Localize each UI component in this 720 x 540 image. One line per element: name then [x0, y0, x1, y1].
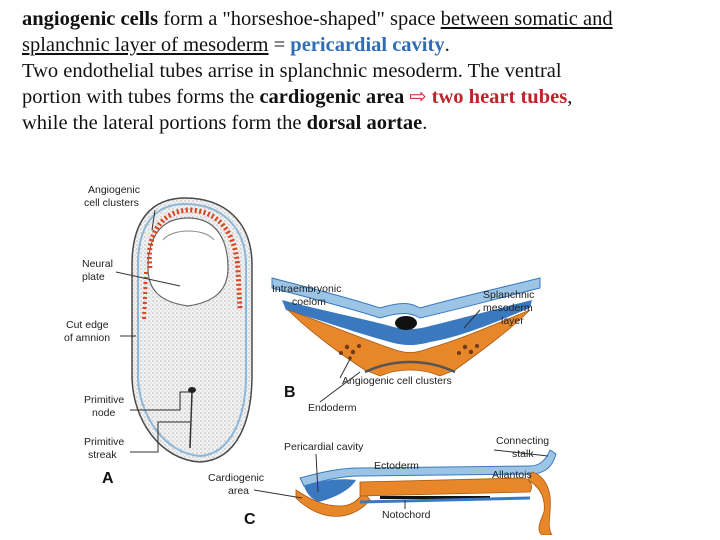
term-dorsal-aortae: dorsal aortae: [306, 112, 423, 134]
embryo-body-c: [359, 477, 532, 497]
underlined-text: between somatic and: [440, 8, 613, 30]
term-cardiogenic-area: cardiogenic area: [259, 86, 405, 108]
label-splanchnic: Splanchnic: [483, 289, 534, 301]
label-streak: streak: [88, 449, 117, 461]
label-connecting: Connecting: [496, 435, 549, 447]
leader-line: [493, 449, 549, 457]
leader-line: [315, 453, 319, 493]
leader-line: [319, 371, 361, 403]
label-endoderm: Endoderm: [308, 402, 357, 414]
endoderm-c: [359, 496, 531, 504]
disc-rim: [137, 202, 247, 458]
label-pericardial-cavity: Pericardial cavity: [284, 441, 364, 453]
text-line-1: angiogenic cells form a "horseshoe-shape…: [22, 6, 716, 32]
leader-line: [151, 209, 156, 231]
neural-plate-fold: [162, 230, 215, 241]
cardiogenic-area-c: [295, 489, 371, 517]
label-allantois: Allantois: [492, 469, 532, 481]
term-pericardial-cavity: pericardial cavity: [290, 34, 445, 56]
leader-line: [115, 271, 181, 287]
panel-letter-a: A: [102, 470, 114, 487]
leader-line: [253, 489, 303, 499]
underlined-text: splanchnic layer of mesoderm: [22, 34, 269, 56]
label-primitive-2: Primitive: [84, 436, 124, 448]
label-coelom: coelom: [292, 296, 326, 308]
angiogenic-clusters-b: [339, 344, 479, 360]
label-angiogenic-clusters: Angiogenic cell clusters: [342, 375, 452, 387]
label-stalk: stalk: [512, 448, 534, 460]
label-of-amnion: of amnion: [64, 332, 110, 344]
pericardial-cavity-c: [304, 479, 356, 502]
label-cell-clusters: cell clusters: [84, 197, 139, 209]
angiogenic-cell-clusters-left: [142, 271, 148, 321]
text-span: =: [268, 34, 291, 56]
endoderm-layer: [364, 360, 456, 374]
label-cut-edge: Cut edge: [66, 319, 109, 331]
intraembryonic-coelom: [282, 300, 532, 345]
text-span: .: [422, 112, 428, 134]
label-layer: layer: [501, 315, 524, 327]
text-span: form a "horseshoe-shaped" space: [158, 8, 441, 30]
label-neural: Neural: [82, 258, 113, 270]
label-cardiogenic: Cardiogenic: [208, 472, 264, 484]
text-line-4: portion with tubes forms the cardiogenic…: [22, 84, 716, 110]
panel-letter-b: B: [284, 384, 296, 401]
label-plate: plate: [82, 271, 105, 283]
angiogenic-cell-clusters: [146, 207, 243, 311]
label-mesoderm: mesoderm: [483, 302, 533, 314]
text-line-5: while the lateral portions form the dors…: [22, 110, 716, 136]
panel-c: Pericardial cavity Connecting stalk Ecto…: [208, 435, 557, 535]
notochord-c: [380, 496, 490, 499]
text-line-2: splanchnic layer of mesoderm = pericardi…: [22, 32, 716, 58]
term-two-heart-tubes: two heart tubes: [431, 86, 568, 108]
notochord-mark: [395, 316, 417, 330]
leader-line: [463, 309, 481, 329]
label-notochord: Notochord: [382, 509, 431, 521]
ectoderm-c: [299, 449, 557, 487]
embryo-figure: Angiogenic cell clusters Neural plate Cu…: [64, 184, 557, 535]
arrow-icon: ⇨: [404, 86, 432, 108]
text-span: .: [444, 34, 450, 56]
text-block: angiogenic cells form a "horseshoe-shape…: [22, 6, 716, 136]
panel-b: Intraembryonic coelom Splanchnic mesoder…: [271, 277, 541, 414]
label-area: area: [228, 485, 249, 497]
leader-line: [130, 421, 190, 453]
text-line-3: Two endothelial tubes arrise in splanchn…: [22, 60, 562, 82]
term-angiogenic-cells: angiogenic cells: [22, 8, 159, 30]
leader-line: [130, 391, 190, 411]
leader-line: [339, 358, 351, 379]
allantois-c: [527, 471, 553, 535]
text-span: while the lateral portions form the: [22, 112, 307, 134]
text-span: ,: [567, 86, 573, 108]
label-primitive: Primitive: [84, 394, 124, 406]
primitive-streak-mark: [189, 391, 193, 449]
text-span: portion with tubes forms the: [22, 86, 260, 108]
panel-a: Angiogenic cell clusters Neural plate Cu…: [64, 184, 253, 487]
label-angiogenic: Angiogenic: [88, 184, 140, 196]
label-ectoderm: Ectoderm: [374, 460, 419, 472]
label-node: node: [92, 407, 116, 419]
panel-letter-c: C: [244, 511, 256, 528]
label-intraembryonic: Intraembryonic: [272, 283, 341, 295]
ectoderm-layer: [271, 277, 541, 319]
